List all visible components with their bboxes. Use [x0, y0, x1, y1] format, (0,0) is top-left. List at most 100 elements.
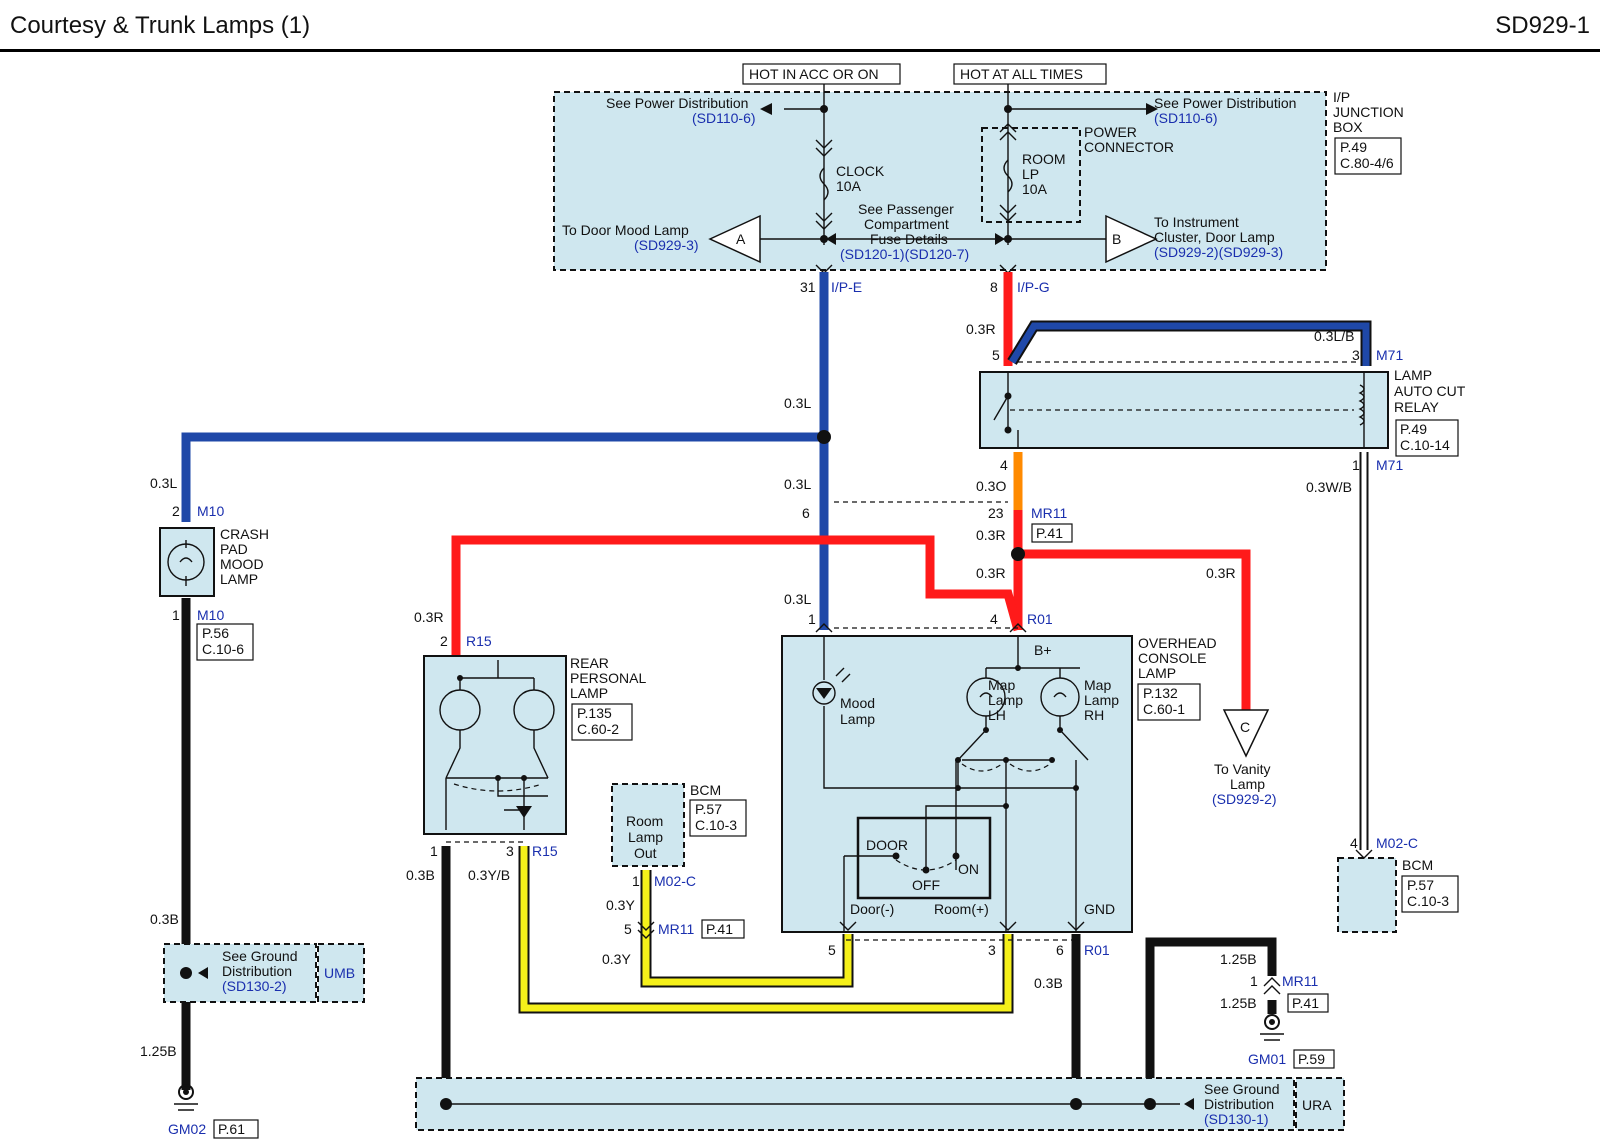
svg-text:0.3R: 0.3R: [976, 527, 1006, 543]
svg-text:HOT AT ALL TIMES: HOT AT ALL TIMES: [960, 66, 1083, 82]
connector-r15-top: R15: [466, 633, 492, 649]
svg-text:P.49: P.49: [1340, 139, 1367, 155]
svg-text:P.59: P.59: [1298, 1051, 1325, 1067]
switch-off-label: OFF: [912, 877, 940, 893]
svg-text:Distribution: Distribution: [1204, 1096, 1274, 1112]
svg-text:C.10-3: C.10-3: [1407, 893, 1449, 909]
crash-pad-mood-lamp: [159, 527, 215, 597]
svg-text:P.135: P.135: [577, 705, 612, 721]
connector-r15-bottom: R15: [532, 843, 558, 859]
rear-personal-lamp: [423, 655, 567, 835]
svg-text:1: 1: [1250, 973, 1258, 989]
svg-text:Distribution: Distribution: [222, 963, 292, 979]
svg-text:2: 2: [440, 633, 448, 649]
svg-text:5: 5: [992, 347, 1000, 363]
ground-gm01: [1260, 1014, 1284, 1041]
svg-text:C.10-14: C.10-14: [1400, 437, 1450, 453]
svg-text:1.25B: 1.25B: [1220, 951, 1257, 967]
svg-text:0.3R: 0.3R: [414, 609, 444, 625]
svg-text:0.3O: 0.3O: [976, 478, 1006, 494]
page-title: Courtesy & Trunk Lamps (1): [10, 12, 311, 39]
svg-text:0.3L: 0.3L: [784, 591, 811, 607]
svg-text:2: 2: [172, 503, 180, 519]
connector-m02c-right: M02-C: [1376, 835, 1418, 851]
svg-text:P.41: P.41: [1036, 525, 1063, 541]
svg-text:B: B: [1112, 231, 1121, 247]
room-pos-label: Room(+): [934, 901, 989, 917]
svg-text:LP: LP: [1022, 166, 1039, 182]
svg-text:Compartment: Compartment: [864, 216, 949, 232]
svg-text:0.3W/B: 0.3W/B: [1306, 479, 1352, 495]
instrument-cluster-ref: To Instrument: [1154, 214, 1239, 230]
map-lamp-rh-label: Map: [1084, 677, 1111, 693]
connector-m71-bottom: M71: [1376, 457, 1403, 473]
connector-m71-top: M71: [1376, 347, 1403, 363]
power-connector-label: POWER: [1084, 124, 1137, 140]
svg-text:C.10-6: C.10-6: [202, 641, 244, 657]
svg-text:P.41: P.41: [706, 921, 733, 937]
svg-text:10A: 10A: [1022, 181, 1048, 197]
svg-text:RELAY: RELAY: [1394, 399, 1440, 415]
svg-text:0.3R: 0.3R: [1206, 565, 1236, 581]
svg-text:P.41: P.41: [1292, 995, 1319, 1011]
connector-b: B: [1105, 214, 1158, 264]
passenger-fuse-ref: See Passenger: [858, 201, 954, 217]
svg-text:Lamp: Lamp: [1230, 776, 1265, 792]
connector-mr11-right: MR11: [1282, 973, 1319, 989]
svg-text:5: 5: [624, 921, 632, 937]
svg-text:6: 6: [802, 505, 810, 521]
ip-junction-box: [553, 91, 1327, 271]
svg-text:LAMP: LAMP: [220, 571, 258, 587]
svg-text:P.49: P.49: [1400, 421, 1427, 437]
clock-fuse-amp: 10A: [836, 178, 862, 194]
bcm-room-lamp-out: [611, 783, 685, 867]
svg-text:C.60-2: C.60-2: [577, 721, 619, 737]
svg-text:P.57: P.57: [1407, 877, 1434, 893]
svg-text:See Ground: See Ground: [222, 948, 298, 964]
hot-acc-label: HOT IN ACC OR ON: [742, 63, 901, 85]
svg-text:0.3Y: 0.3Y: [602, 951, 631, 967]
svg-text:B+: B+: [1034, 642, 1052, 658]
clock-fuse-label: CLOCK: [836, 163, 885, 179]
svg-text:1: 1: [172, 607, 180, 623]
rear-lamp-label: REAR: [570, 655, 609, 671]
door-neg-label: Door(-): [850, 901, 894, 917]
connector-mr11-top: MR11: [1031, 505, 1068, 521]
connector-mr11-mid: MR11: [658, 921, 695, 937]
svg-text:See Ground: See Ground: [1204, 1081, 1280, 1097]
bcm-label-left: BCM: [690, 782, 721, 798]
connector-r01-bottom: R01: [1084, 942, 1110, 958]
connector-ipe: I/P-E: [831, 279, 862, 295]
ura-label: URA: [1302, 1097, 1332, 1113]
svg-text:(SD929-2)(SD929-3): (SD929-2)(SD929-3): [1154, 244, 1283, 260]
svg-text:0.3Y: 0.3Y: [606, 897, 635, 913]
svg-text:Lamp: Lamp: [628, 829, 663, 845]
svg-text:C.10-3: C.10-3: [695, 817, 737, 833]
svg-text:(SD120-1)(SD120-7): (SD120-1)(SD120-7): [840, 246, 969, 262]
svg-text:1.25B: 1.25B: [1220, 995, 1257, 1011]
svg-text:3: 3: [506, 843, 514, 859]
svg-text:0.3L: 0.3L: [150, 475, 177, 491]
svg-text:C.60-1: C.60-1: [1143, 701, 1185, 717]
svg-text:Room: Room: [626, 813, 663, 829]
svg-text:LAMP: LAMP: [570, 685, 608, 701]
svg-text:Out: Out: [634, 845, 657, 861]
connector-m10-bottom: M10: [197, 607, 224, 623]
svg-text:Cluster, Door Lamp: Cluster, Door Lamp: [1154, 229, 1275, 245]
svg-text:PERSONAL: PERSONAL: [570, 670, 646, 686]
svg-text:23: 23: [988, 505, 1004, 521]
svg-text:LH: LH: [988, 707, 1006, 723]
relay-label: LAMP: [1394, 367, 1432, 383]
svg-text:3: 3: [1352, 347, 1360, 363]
overhead-lamp-label: OVERHEAD: [1138, 635, 1217, 651]
ground-gm01-label: GM01: [1248, 1051, 1286, 1067]
ground-distribution-umb: [163, 943, 365, 1003]
svg-text:Lamp: Lamp: [840, 711, 875, 727]
connector-r01-top: R01: [1027, 611, 1053, 627]
sd110-right: (SD110-6): [1154, 110, 1218, 126]
svg-text:Lamp: Lamp: [1084, 692, 1119, 708]
umb-label: UMB: [324, 965, 355, 981]
mood-lamp-label: Mood: [840, 695, 875, 711]
svg-text:1.25B: 1.25B: [140, 1043, 177, 1059]
